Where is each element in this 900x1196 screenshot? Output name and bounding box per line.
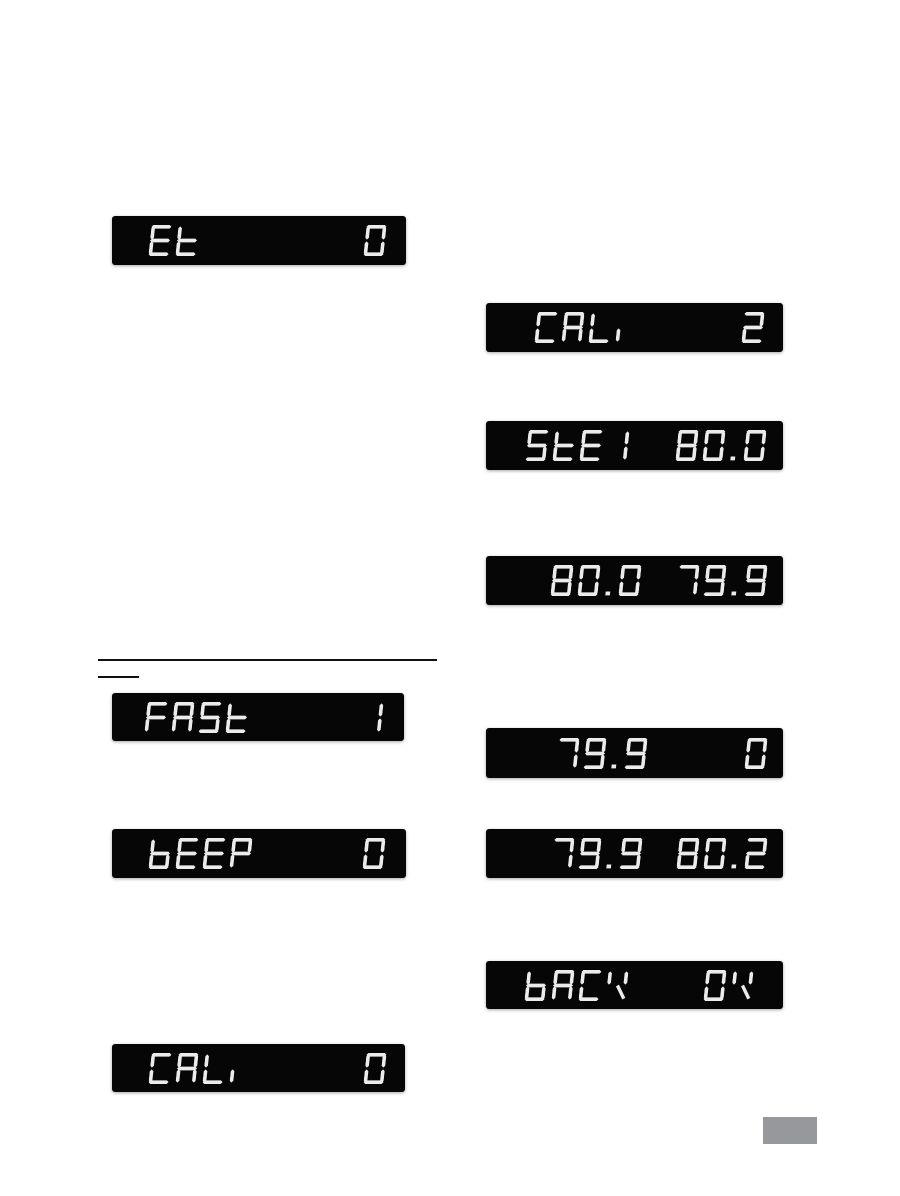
display-left-text (524, 969, 629, 1001)
segment-display-ste1 (486, 421, 783, 470)
display-left-text (144, 701, 248, 733)
display-left-text (148, 838, 253, 869)
segment-display-fast (112, 693, 404, 741)
section-separator-tick (98, 676, 139, 678)
display-left-text (556, 737, 648, 769)
display-right-text (744, 737, 768, 769)
page-corner-marker (763, 1117, 817, 1144)
display-left-text (534, 312, 638, 343)
segment-display-back-ok (486, 961, 783, 1009)
display-right-text (363, 1052, 387, 1084)
display-left-text (148, 225, 198, 256)
display-right-text (360, 702, 384, 733)
display-right-text (675, 430, 767, 461)
section-separator-line (98, 659, 437, 661)
segment-display-799-802 (486, 829, 783, 878)
display-right-text (362, 838, 386, 869)
display-left-text (148, 1052, 252, 1084)
display-left-text (550, 565, 642, 596)
display-right-text (363, 225, 387, 256)
segment-display-800-799 (486, 556, 783, 605)
display-right-text (741, 312, 765, 343)
segment-display-et (112, 216, 406, 265)
segment-display-799-0 (486, 728, 783, 778)
segment-display-cali-2 (486, 303, 783, 352)
display-right-text (703, 969, 754, 1001)
display-left-text (525, 430, 630, 461)
display-right-text (676, 838, 768, 869)
segment-display-cali-0 (112, 1044, 405, 1092)
display-left-text (551, 838, 643, 869)
display-right-text (676, 565, 768, 596)
segment-display-beep (112, 829, 406, 878)
